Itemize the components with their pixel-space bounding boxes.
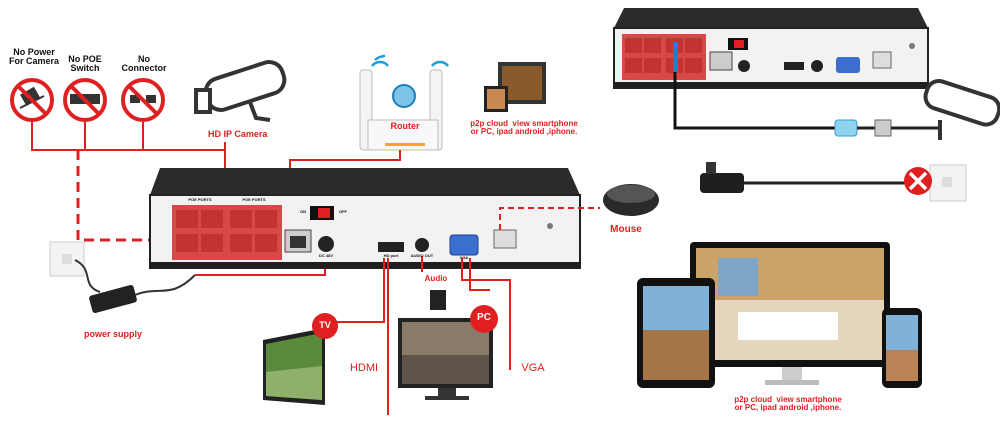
router-label: Router xyxy=(390,121,420,131)
nvr-main xyxy=(149,168,581,269)
smartphone-image xyxy=(882,308,922,388)
desktop-monitor-image xyxy=(690,242,890,385)
p2p-top-label: p2p cloud view smartphone or PC, ipad an… xyxy=(470,119,578,137)
wall-outlet-right xyxy=(929,164,967,202)
no-poe-switch-icon xyxy=(63,78,107,122)
phone-and-laptop-image xyxy=(484,62,546,112)
no-poe-label: No POE Switch xyxy=(68,54,102,74)
hd-ip-camera-label: HD IP Camera xyxy=(208,129,268,139)
tv-image xyxy=(263,313,338,405)
no-connector-label: No Connector xyxy=(121,54,167,74)
tablet-image xyxy=(637,278,715,388)
power-supply-adapter xyxy=(74,259,196,313)
router-icon xyxy=(359,54,449,151)
poe-ports-secondary xyxy=(622,34,706,80)
vga-port-label: VGA xyxy=(459,255,469,260)
ip-camera-icon xyxy=(194,60,287,122)
no-connector-icon xyxy=(121,78,165,122)
p2p-bottom-label: p2p cloud view smartphone or PC, ipad an… xyxy=(734,395,842,413)
hdmi-port-label: HD port xyxy=(383,253,399,258)
ip-camera-icon-right xyxy=(923,78,1000,140)
no-power-x-icon xyxy=(904,167,932,195)
pc-badge: PC xyxy=(477,312,491,323)
mouse-label: Mouse xyxy=(610,224,642,235)
poe-ports xyxy=(172,205,282,260)
mouse-icon xyxy=(603,184,659,216)
dc-in-label: DC 48V xyxy=(318,253,333,258)
switch-off-label: OFF xyxy=(339,209,347,214)
audio-label: Audio xyxy=(424,274,448,283)
tv-badge: TV xyxy=(319,320,331,330)
audio-out-label: AUDIO OUT xyxy=(410,253,434,258)
hdmi-label: HDMI xyxy=(349,362,379,374)
nvr-secondary xyxy=(613,8,929,89)
wall-outlet-left xyxy=(49,241,85,277)
switch-on-label: ON xyxy=(300,209,306,214)
power-supply-label: power supply xyxy=(83,329,142,339)
poe-ports-label-1: POE PORTS xyxy=(188,197,212,202)
vga-label: VGA xyxy=(521,362,545,374)
power-adapter-right xyxy=(700,162,905,193)
pc-monitor-image xyxy=(398,305,498,400)
no-power-icon xyxy=(10,78,54,122)
no-power-label: No Power For Camera xyxy=(8,47,60,67)
speaker-icon xyxy=(430,290,446,310)
poe-ports-label-2: POE PORTS xyxy=(242,197,266,202)
